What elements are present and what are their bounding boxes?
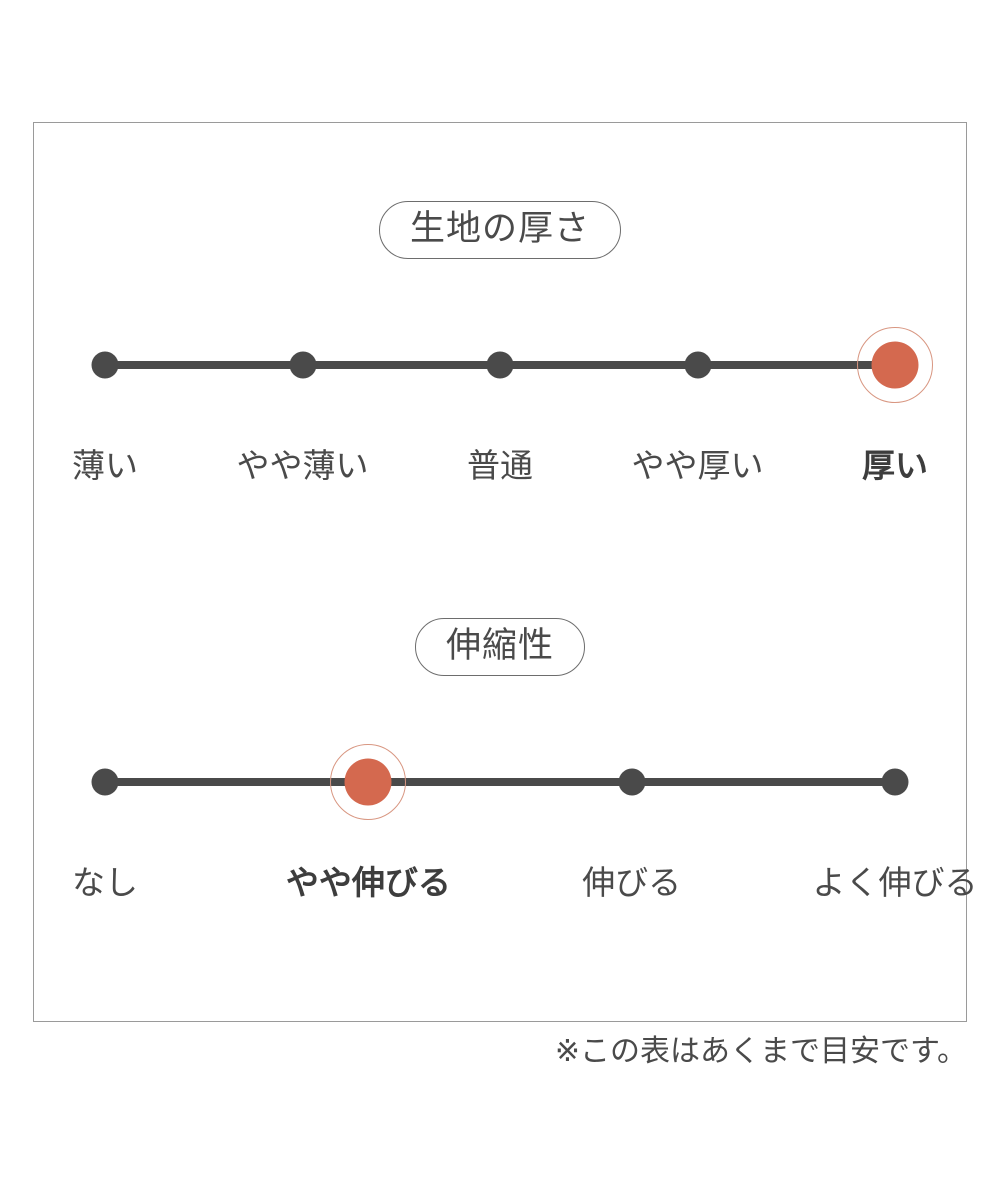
scale-point-dot [486,351,514,379]
selected-marker-dot [344,758,392,806]
scale-tick-label: やや厚い [631,447,764,484]
scale-point-dot [618,768,646,796]
spec-table-panel: 生地の厚さ 薄い やや薄い 普通 やや厚い 厚い 伸縮性 なし やや伸びる 伸びる よく伸びる [33,122,978,1022]
scale-point-dot [91,768,119,796]
scale-tick-label: 普通 [467,447,533,484]
scale-tick-label: 厚い [862,447,928,484]
scale-track [105,778,895,786]
scale-tick-label: 伸びる [582,864,682,901]
scale-point-dot [684,351,711,379]
scale-point-dot [289,351,316,379]
scale-tick-label: 薄い [72,447,138,484]
section-fabric-thickness: 生地の厚さ 薄い やや薄い 普通 やや厚い 厚い [34,201,966,484]
scale-tick-label: なし [72,864,138,901]
heading-row-fabric-thickness: 生地の厚さ [34,201,966,259]
scale-point-dot [881,768,909,796]
scale-fabric-thickness: 薄い やや薄い 普通 やや厚い 厚い [34,327,966,484]
scale-tick-label: よく伸びる [812,864,978,901]
selected-marker-dot [871,341,919,389]
scale-tick-label: やや伸びる [285,864,451,901]
selected-marker-ring [330,744,407,820]
selected-marker-ring [857,327,933,403]
scale-tick-label: やや薄い [236,447,369,484]
scale-stretchability: なし やや伸びる 伸びる よく伸びる [34,744,978,901]
section-heading-fabric-thickness: 生地の厚さ [378,201,621,259]
scale-point-dot [91,351,119,379]
section-heading-stretchability: 伸縮性 [414,618,585,676]
section-stretchability: 伸縮性 なし やや伸びる 伸びる よく伸びる [34,618,978,901]
footnote-disclaimer: ※この表はあくまで目安です。 [554,1035,967,1068]
heading-row-stretchability: 伸縮性 [34,618,966,676]
